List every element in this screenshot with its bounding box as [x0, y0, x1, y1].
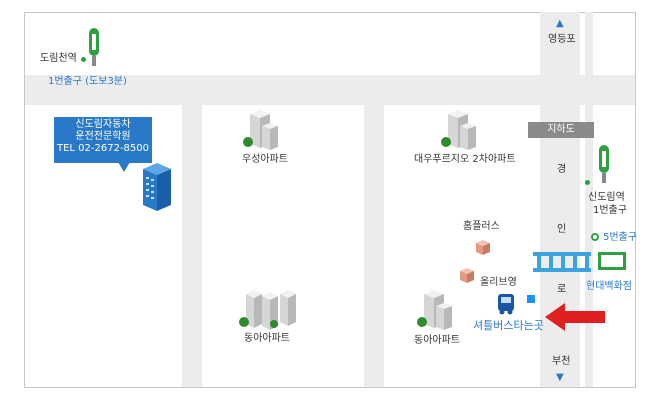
road-vertical-mid	[364, 105, 384, 387]
road-name-char-3: 로	[557, 284, 567, 295]
academy-name-line2: 운전전문학원	[75, 131, 131, 142]
direction-bottom-label: 부천	[552, 356, 571, 367]
donga-apartment-left-label: 동아아파트	[244, 333, 290, 344]
dorimcheon-station-label: 도림천역	[40, 53, 77, 64]
road-name-char-1: 경	[557, 164, 567, 175]
apartment-icon	[243, 110, 278, 150]
callout-tail	[118, 162, 130, 172]
station-marker-icon	[599, 145, 609, 183]
apartment-icon	[441, 110, 476, 150]
homeplus-label: 홈플러스	[463, 221, 500, 232]
south-arrow-icon: ▼	[556, 372, 564, 383]
oliveyoung-label: 올리브영	[480, 277, 517, 288]
academy-name-line1: 신도림자동차	[75, 119, 131, 130]
academy-callout: 신도림자동차 운전전문학원 TEL 02-2672-8500	[54, 117, 152, 163]
road-vertical-right-narrow	[585, 12, 593, 387]
road-vertical-left	[182, 105, 202, 387]
oliveyoung-cube-icon	[460, 268, 474, 283]
north-arrow-icon: ▲	[556, 18, 564, 29]
underpass-label: 지하도	[528, 122, 594, 138]
bus-stop-marker-icon	[527, 295, 535, 303]
exit-circle-icon	[591, 233, 599, 241]
green-dot-icon	[81, 57, 86, 62]
road-horizontal	[25, 75, 635, 105]
green-dot-icon	[585, 180, 590, 185]
apartment-cluster-icon	[239, 290, 296, 330]
donga-apartment-right-label: 동아아파트	[414, 335, 460, 346]
dorimcheon-exit-label: 1번출구 (도보3분)	[48, 76, 127, 87]
daewoo-apartment-label: 대우푸르지오 2차아파트	[414, 154, 516, 165]
bus-icon	[498, 294, 514, 315]
road-name-char-2: 인	[557, 224, 567, 235]
academy-building-icon	[143, 163, 171, 211]
useong-apartment-label: 우성아파트	[242, 154, 288, 165]
sindorim-exit1-label: 1번출구	[593, 205, 627, 216]
hyundai-store-icon	[598, 252, 626, 270]
hyundai-store-label: 현대백화점	[586, 281, 632, 292]
direction-top-label: 영등포	[548, 34, 576, 45]
apartment-icon	[417, 290, 452, 330]
academy-phone: TEL 02-2672-8500	[56, 143, 150, 154]
shuttle-bus-stop-label: 셔틀버스타는곳	[473, 319, 544, 332]
homeplus-cube-icon	[476, 240, 490, 255]
map-frame	[24, 12, 636, 388]
sindorim-exit5-label: 5번출구	[603, 232, 637, 243]
sindorim-station-label: 신도림역	[588, 192, 625, 203]
station-marker-icon	[89, 28, 99, 66]
crosswalk-icon	[533, 252, 591, 272]
red-arrow-icon	[545, 303, 605, 331]
